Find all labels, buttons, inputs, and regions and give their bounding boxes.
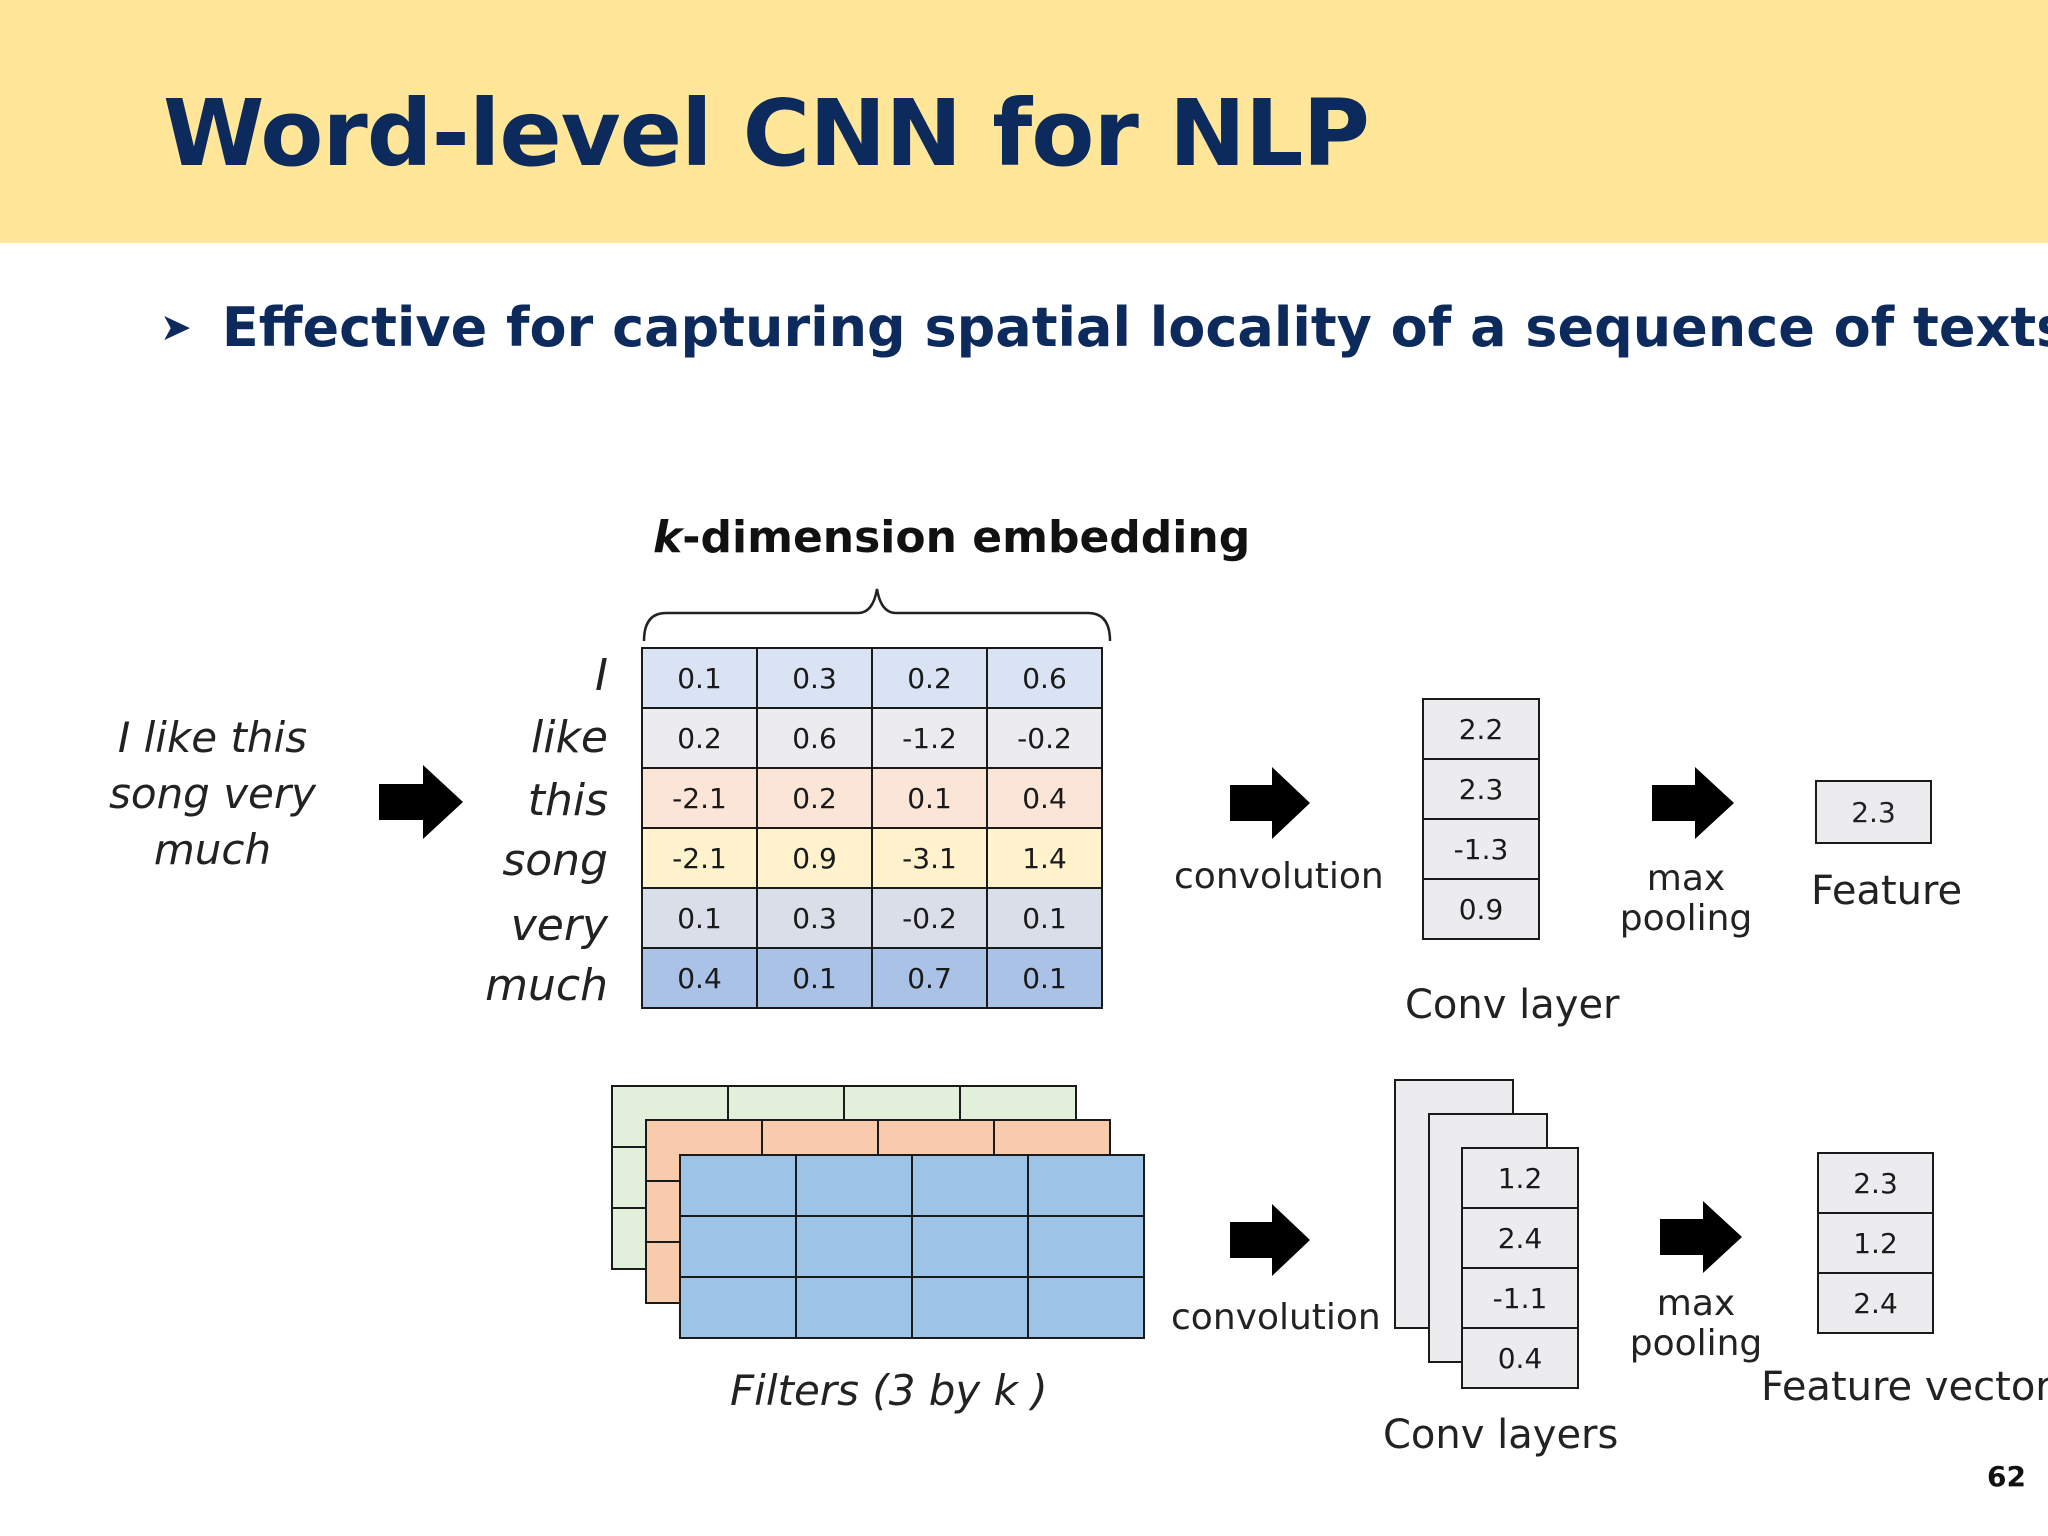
feature-box: 2.3 — [1815, 780, 1932, 844]
matrix-cell: -1.2 — [871, 707, 988, 769]
matrix-cell: 0.1 — [641, 887, 758, 949]
pooling-label-2: pooling — [1629, 1323, 1763, 1364]
arrow-right-icon — [1660, 1201, 1742, 1273]
word-label: I — [595, 650, 608, 701]
value-cell: 2.2 — [1422, 698, 1540, 760]
matrix-cell: 0.1 — [756, 947, 873, 1009]
arrow-right-icon — [1230, 767, 1310, 839]
filter-cell — [679, 1154, 797, 1217]
bullet-arrow-icon: ➤ — [160, 305, 192, 349]
value-cell: 0.9 — [1422, 878, 1540, 940]
word-label: this — [527, 775, 608, 826]
arrow-right-icon — [1230, 1204, 1310, 1276]
brace-icon — [642, 588, 1112, 642]
embedding-label: k-dimension embedding — [653, 512, 1250, 563]
matrix-cell: 0.7 — [871, 947, 988, 1009]
bullet-point: ➤ Effective for capturing spatial localit… — [160, 296, 2048, 359]
convolution-label: convolution — [1174, 856, 1384, 897]
value-cell: 2.3 — [1422, 758, 1540, 820]
matrix-cell: -2.1 — [641, 767, 758, 829]
matrix-cell: 0.3 — [756, 647, 873, 709]
matrix-cell: -0.2 — [871, 887, 988, 949]
filter-cell — [795, 1276, 913, 1339]
filter-cell — [795, 1154, 913, 1217]
filter-cell — [1027, 1215, 1145, 1278]
convolution-label-2: convolution — [1171, 1297, 1381, 1338]
matrix-cell: -3.1 — [871, 827, 988, 889]
filter-cell — [911, 1154, 1029, 1217]
filter-cell — [911, 1276, 1029, 1339]
bullet-text: Effective for capturing spatial locality… — [221, 296, 2048, 359]
value-cell: 2.3 — [1817, 1152, 1934, 1214]
filter-blue — [679, 1154, 1145, 1339]
filter-cell — [679, 1215, 797, 1278]
word-label: very — [510, 900, 608, 951]
value-cell: 0.4 — [1461, 1327, 1579, 1389]
pooling-label: pooling — [1619, 898, 1753, 939]
value-cell: 2.4 — [1817, 1272, 1934, 1334]
title-bar — [0, 0, 2048, 243]
matrix-cell: 0.2 — [641, 707, 758, 769]
matrix-cell: 0.6 — [756, 707, 873, 769]
matrix-cell: 0.9 — [756, 827, 873, 889]
matrix-cell: -0.2 — [986, 707, 1103, 769]
input-sentence: I like this song very much — [108, 713, 317, 874]
matrix-cell: 0.1 — [986, 947, 1103, 1009]
arrow-right-icon — [379, 765, 463, 839]
value-cell: -1.1 — [1461, 1267, 1579, 1329]
word-label: song — [502, 835, 608, 886]
filter-cell — [911, 1215, 1029, 1278]
embedding-label-k: k — [653, 512, 683, 563]
matrix-cell: 0.2 — [756, 767, 873, 829]
conv-layer-label: Conv layer — [1405, 982, 1620, 1028]
matrix-cell: 0.1 — [871, 767, 988, 829]
conv-layers-label: Conv layers — [1383, 1412, 1619, 1458]
filter-cell — [1027, 1154, 1145, 1217]
feature-vector-label: Feature vector — [1761, 1364, 2048, 1410]
matrix-cell: 1.4 — [986, 827, 1103, 889]
matrix-cell: 0.3 — [756, 887, 873, 949]
filter-cell — [795, 1215, 913, 1278]
matrix-cell: 0.4 — [986, 767, 1103, 829]
matrix-cell: 0.2 — [871, 647, 988, 709]
word-label: like — [531, 712, 608, 763]
filter-cell — [1027, 1276, 1145, 1339]
page-number: 62 — [1987, 1460, 2026, 1493]
value-cell: 2.4 — [1461, 1207, 1579, 1269]
value-cell: 1.2 — [1461, 1147, 1579, 1209]
arrow-right-icon — [1652, 767, 1734, 839]
word-label: much — [485, 960, 608, 1011]
value-cell: 1.2 — [1817, 1212, 1934, 1274]
feature-label: Feature — [1811, 868, 1963, 914]
value-cell: -1.3 — [1422, 818, 1540, 880]
matrix-cell: 0.6 — [986, 647, 1103, 709]
max-label: max — [1646, 858, 1726, 899]
filter-cell — [679, 1276, 797, 1339]
filters-label: Filters (3 by k ) — [730, 1366, 1048, 1415]
matrix-cell: 0.1 — [641, 647, 758, 709]
slide-title: Word-level CNN for NLP — [163, 80, 1370, 187]
matrix-cell: -2.1 — [641, 827, 758, 889]
embedding-label-rest: -dimension embedding — [682, 512, 1251, 563]
matrix-cell: 0.4 — [641, 947, 758, 1009]
matrix-cell: 0.1 — [986, 887, 1103, 949]
max-label-2: max — [1656, 1283, 1736, 1324]
